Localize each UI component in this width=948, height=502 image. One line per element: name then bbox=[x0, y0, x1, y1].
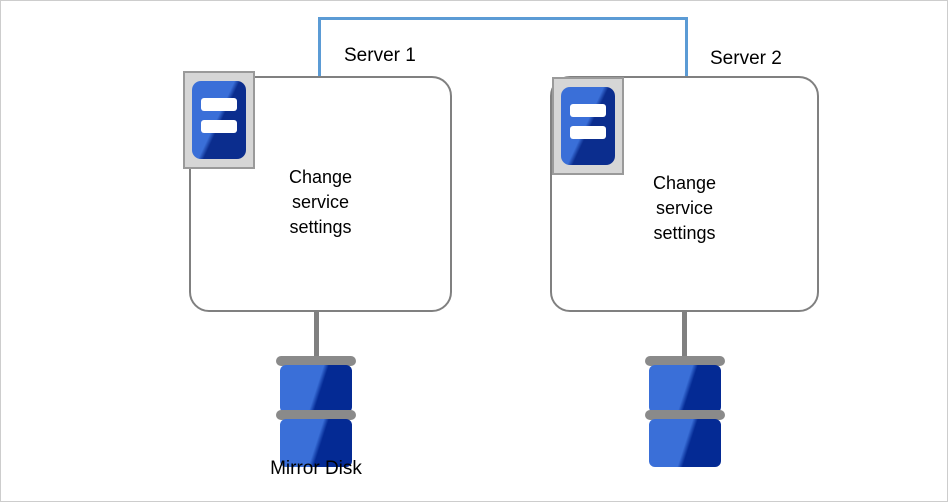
server-icon-bar bbox=[570, 104, 606, 117]
server-icon bbox=[183, 71, 255, 169]
disk-bar bbox=[645, 410, 725, 420]
server-2-body-line-1: Change bbox=[652, 173, 717, 193]
server-2-disk-connector bbox=[682, 311, 687, 361]
server-2-body-line-3: settings bbox=[653, 223, 716, 243]
server-1-body-line-1: Change bbox=[288, 167, 353, 187]
server-2-disk bbox=[645, 356, 725, 467]
server-icon-chip bbox=[561, 87, 615, 165]
cluster-link-right-leg bbox=[685, 17, 688, 77]
server-icon-bar bbox=[201, 120, 237, 133]
disk-platter bbox=[280, 419, 352, 467]
server-1-disk-connector bbox=[314, 311, 319, 361]
server-icon-chip bbox=[192, 81, 246, 159]
disk-bar bbox=[645, 356, 725, 366]
server-1-label: Server 1 bbox=[344, 45, 416, 66]
server-icon bbox=[552, 77, 624, 175]
server-icon-bar bbox=[570, 126, 606, 139]
cluster-link-left-leg bbox=[318, 17, 321, 77]
disk-platter bbox=[649, 365, 721, 413]
disk-bar bbox=[276, 410, 356, 420]
disk-platter bbox=[649, 419, 721, 467]
cluster-link-horizontal bbox=[318, 17, 688, 20]
disk-bar bbox=[276, 356, 356, 366]
server-1-disk bbox=[276, 356, 356, 467]
server-1-body-line-2: service bbox=[291, 192, 349, 212]
server-icon-bar bbox=[201, 98, 237, 111]
server-1-disk-label: Mirror Disk bbox=[270, 458, 362, 479]
server-2-body-line-2: service bbox=[655, 198, 713, 218]
server-2-label: Server 2 bbox=[710, 48, 782, 69]
server-1-body-line-3: settings bbox=[289, 217, 352, 237]
disk-platter bbox=[280, 365, 352, 413]
